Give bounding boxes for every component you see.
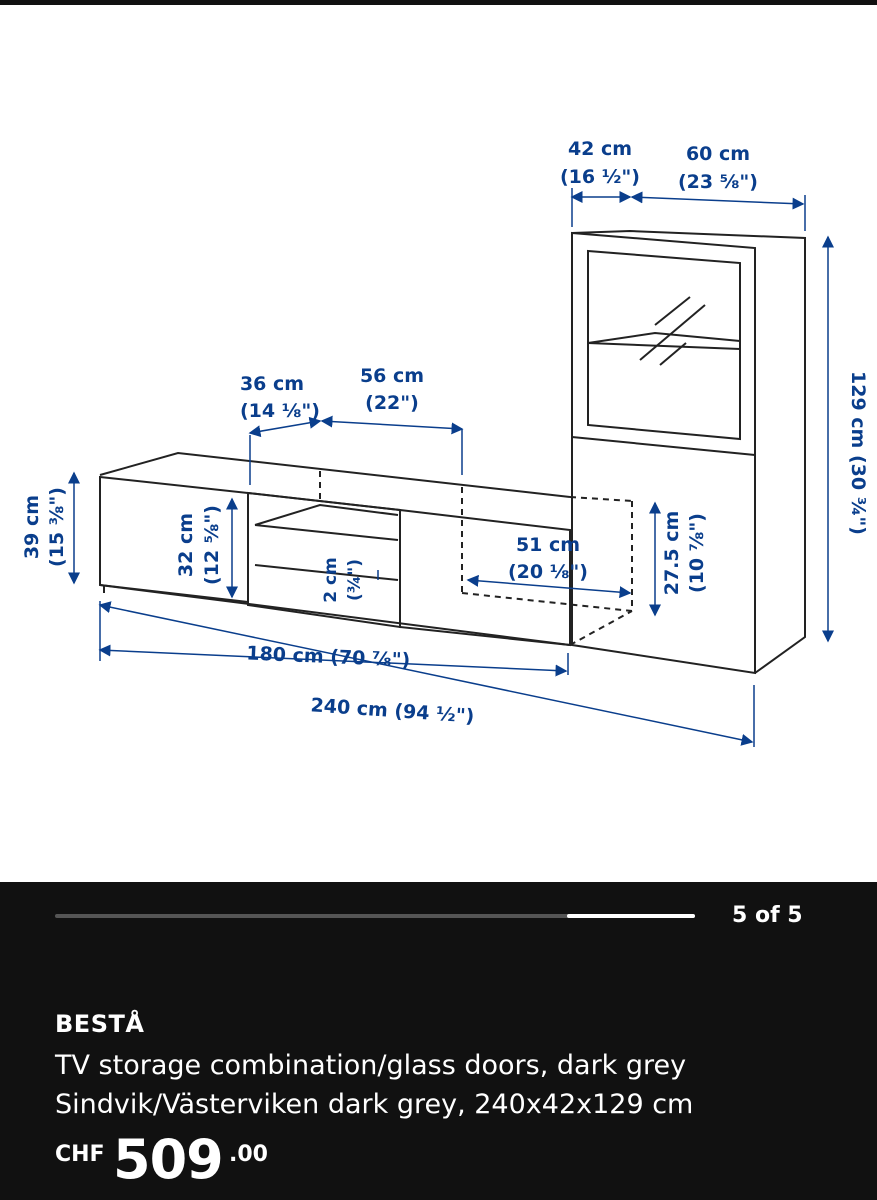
dim-39-imperial: (15 ⅜")	[46, 487, 68, 567]
dim-2-imperial: (¾")	[345, 559, 365, 601]
dim-60-imperial: (23 ⅝")	[678, 171, 758, 193]
product-description-line1: TV storage combination/glass doors, dark…	[55, 1050, 687, 1081]
product-name: BESTÅ	[55, 1010, 145, 1038]
dim-56-metric: 56 cm	[360, 365, 424, 387]
gallery-progress-bar[interactable]	[55, 914, 695, 918]
dim-129: 129 cm (30 ¾")	[847, 371, 869, 535]
price-currency: CHF	[55, 1142, 105, 1167]
dimension-drawing: 42 cm (16 ½") 60 cm (23 ⅝") 36 cm (14 ⅛"…	[21, 138, 869, 747]
dim-32-imperial: (12 ⅝")	[201, 505, 223, 585]
dimension-lines	[68, 188, 834, 747]
price-integer: 509	[113, 1128, 224, 1191]
product-info-panel: 5 of 5 BESTÅ TV storage combination/glas…	[0, 882, 877, 1200]
dimension-labels: 42 cm (16 ½") 60 cm (23 ⅝") 36 cm (14 ⅛"…	[21, 138, 869, 728]
dim-27-metric: 27.5 cm	[661, 511, 683, 596]
dim-36-metric: 36 cm	[240, 373, 304, 395]
dim-180: 180 cm (70 ⅞")	[246, 642, 411, 671]
dim-42-imperial: (16 ½")	[560, 166, 640, 188]
dim-36-imperial: (14 ⅛")	[240, 400, 320, 422]
dim-32-metric: 32 cm	[175, 513, 197, 577]
dim-27-imperial: (10 ⅞")	[686, 513, 708, 593]
dim-51-imperial: (20 ⅛")	[508, 561, 588, 583]
dim-240: 240 cm (94 ½")	[310, 694, 475, 727]
product-image-dimensions[interactable]: 42 cm (16 ½") 60 cm (23 ⅝") 36 cm (14 ⅛"…	[0, 5, 877, 882]
dim-2-metric: 2 cm	[321, 557, 341, 603]
top-status-bar	[0, 0, 877, 5]
dim-56-imperial: (22")	[365, 392, 419, 414]
gallery-progress-fill	[567, 914, 695, 918]
product-description-line2: Sindvik/Västerviken dark grey, 240x42x12…	[55, 1089, 694, 1120]
dim-60-metric: 60 cm	[686, 143, 750, 165]
price-decimal: .00	[229, 1142, 268, 1167]
dim-42-metric: 42 cm	[568, 138, 632, 160]
gallery-counter: 5 of 5	[732, 903, 803, 928]
dim-51-metric: 51 cm	[516, 534, 580, 556]
furniture-outline	[99, 229, 806, 675]
dim-39-metric: 39 cm	[21, 495, 43, 559]
